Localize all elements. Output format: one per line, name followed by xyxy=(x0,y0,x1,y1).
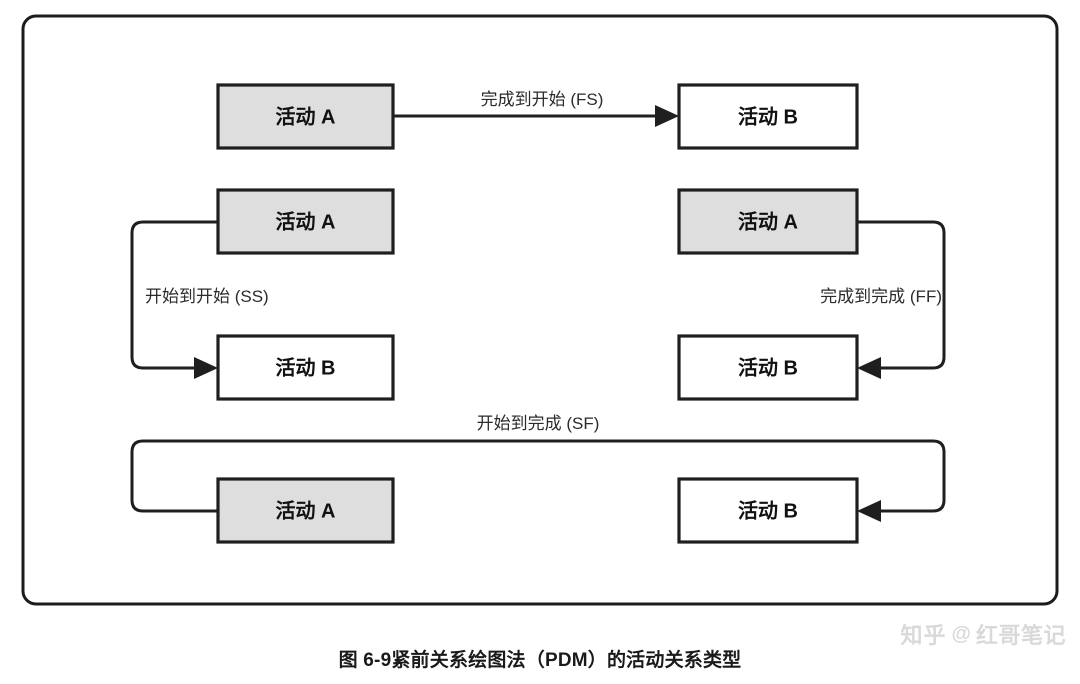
ff-relation-label: 完成到完成 (FF) xyxy=(820,287,942,306)
watermark-at-symbol: @ xyxy=(951,622,971,645)
watermark-site-label: 知乎 xyxy=(900,623,947,648)
relationship-ss: 活动 A 活动 B 开始到开始 (SS) xyxy=(130,188,395,401)
sf-successor-label: 活动 B xyxy=(738,499,798,522)
sf-relation-label: 开始到完成 (SF) xyxy=(477,414,600,433)
ff-predecessor-box[interactable] xyxy=(677,188,859,255)
fs-predecessor-label: 活动 A xyxy=(276,105,336,128)
ff-successor-box[interactable] xyxy=(677,334,859,401)
fs-predecessor-box[interactable] xyxy=(216,83,395,150)
ff-predecessor-label: 活动 A xyxy=(738,210,798,233)
sf-arrow-head xyxy=(857,500,881,522)
watermark-user-label: 红哥笔记 xyxy=(975,623,1066,648)
fs-relation-label: 完成到开始 (FS) xyxy=(481,90,604,109)
ff-arrow-head xyxy=(857,357,881,379)
sf-successor-box[interactable] xyxy=(677,477,859,544)
fs-successor-box[interactable] xyxy=(677,83,859,150)
ss-relation-label: 开始到开始 (SS) xyxy=(145,287,269,306)
sf-connector-line xyxy=(130,439,946,513)
fs-successor-label: 活动 B xyxy=(738,105,798,128)
sf-predecessor-box[interactable] xyxy=(216,477,395,544)
diagram-frame xyxy=(21,14,1059,606)
relationship-fs: 活动 A 活动 B 完成到开始 (FS) xyxy=(216,83,859,150)
relationship-sf: 活动 A 活动 B 开始到完成 (SF) xyxy=(130,414,946,544)
relationship-ff: 活动 A 活动 B 完成到完成 (FF) xyxy=(677,188,946,401)
ss-predecessor-box[interactable] xyxy=(216,188,395,255)
watermark: 知乎 @ 红哥笔记 xyxy=(900,618,1066,650)
ff-successor-label: 活动 B xyxy=(738,356,798,379)
ss-successor-label: 活动 B xyxy=(276,356,336,379)
ss-connector-line xyxy=(130,220,218,370)
fs-arrow-head xyxy=(655,105,679,127)
ff-connector-line xyxy=(857,220,946,370)
ss-successor-box[interactable] xyxy=(216,334,395,401)
ss-arrow-head xyxy=(194,357,218,379)
sf-predecessor-label: 活动 A xyxy=(276,499,336,522)
ss-predecessor-label: 活动 A xyxy=(276,210,336,233)
figure-caption: 图 6-9紧前关系绘图法（PDM）的活动关系类型 xyxy=(338,650,742,671)
